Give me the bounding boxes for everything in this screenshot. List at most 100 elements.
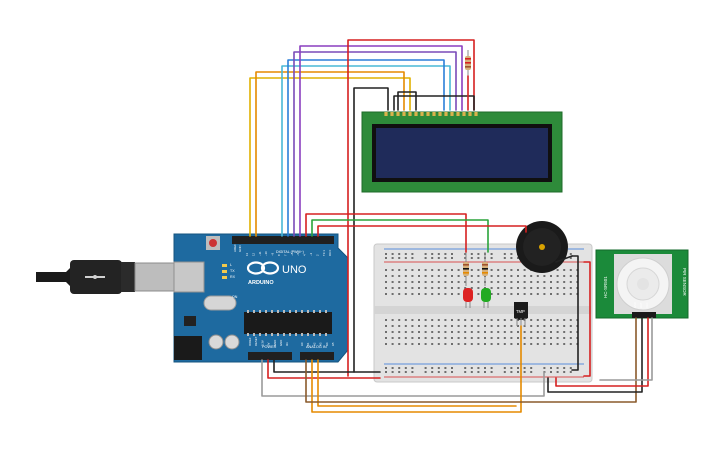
breadboard-hole bbox=[385, 269, 387, 271]
breadboard-hole bbox=[556, 275, 559, 277]
breadboard-hole bbox=[477, 371, 480, 373]
wire-black-lcd-rw bbox=[393, 95, 475, 111]
breadboard-hole bbox=[536, 281, 539, 283]
breadboard-hole bbox=[523, 367, 526, 369]
breadboard-hole bbox=[477, 343, 480, 345]
green-led[interactable] bbox=[481, 288, 491, 308]
breadboard-hole bbox=[470, 371, 473, 373]
breadboard-hole bbox=[411, 337, 414, 339]
breadboard-hole bbox=[550, 331, 552, 333]
breadboard-hole bbox=[444, 293, 447, 295]
breadboard-hole bbox=[464, 325, 467, 327]
breadboard-hole bbox=[404, 281, 407, 283]
tx-led-label: TX bbox=[230, 269, 235, 273]
wire-black-rail-right bbox=[571, 255, 579, 371]
breadboard-hole bbox=[563, 337, 566, 339]
breadboard-hole bbox=[556, 281, 559, 283]
breadboard-hole bbox=[411, 343, 414, 345]
lcd-pin-header bbox=[384, 112, 478, 116]
breadboard-hole bbox=[517, 293, 519, 295]
breadboard-hole bbox=[444, 331, 447, 333]
breadboard-hole bbox=[490, 367, 493, 369]
breadboard-hole bbox=[569, 281, 572, 283]
breadboard-hole bbox=[517, 371, 519, 373]
breadboard-hole bbox=[451, 275, 453, 277]
breadboard-hole bbox=[418, 287, 420, 289]
breadboard-hole bbox=[470, 367, 473, 369]
power-pin-label-2: 3.3V bbox=[260, 340, 264, 346]
breadboard-hole bbox=[418, 337, 420, 339]
breadboard-hole bbox=[517, 281, 519, 283]
breadboard-hole bbox=[470, 331, 473, 333]
breadboard-hole bbox=[424, 325, 427, 327]
breadboard-hole bbox=[510, 325, 513, 327]
breadboard-hole bbox=[398, 275, 401, 277]
breadboard-hole bbox=[556, 367, 559, 369]
breadboard-hole bbox=[536, 287, 539, 289]
breadboard-hole bbox=[391, 367, 394, 369]
breadboard-hole bbox=[398, 319, 401, 321]
piezo-buzzer[interactable] bbox=[516, 221, 568, 273]
breadboard-hole bbox=[563, 367, 566, 369]
arduino-uno-board[interactable]: UNO ARDUINO DIGITAL (PWM~) POWER ANALOG … bbox=[173, 233, 349, 363]
power-pin-label-1: RESET bbox=[254, 336, 258, 346]
pir-side-label-right: PIR SENSOR bbox=[682, 268, 687, 297]
breadboard-hole bbox=[490, 325, 493, 327]
breadboard-hole bbox=[464, 257, 467, 259]
breadboard-hole bbox=[411, 371, 414, 373]
breadboard-hole bbox=[523, 269, 526, 271]
breadboard-hole bbox=[437, 275, 440, 277]
analog-pin-label-5: A5 bbox=[331, 342, 335, 346]
breadboard-hole bbox=[424, 281, 427, 283]
breadboard-hole bbox=[563, 319, 566, 321]
breadboard-hole bbox=[569, 287, 572, 289]
breadboard-hole bbox=[569, 293, 572, 295]
tmp36-temperature-sensor[interactable]: TMP bbox=[514, 302, 528, 326]
breadboard[interactable] bbox=[373, 243, 593, 383]
breadboard-hole bbox=[418, 281, 420, 283]
breadboard-hole bbox=[457, 287, 460, 289]
breadboard-hole bbox=[385, 275, 387, 277]
breadboard-hole bbox=[523, 293, 526, 295]
pir-pin-label-2: VCC bbox=[645, 302, 649, 308]
digital-pin-label-5: 8 bbox=[277, 254, 281, 256]
breadboard-hole bbox=[451, 257, 453, 259]
breadboard-hole bbox=[477, 281, 480, 283]
breadboard-hole bbox=[556, 293, 559, 295]
lcd-16x2-module[interactable] bbox=[361, 111, 563, 193]
breadboard-hole bbox=[543, 287, 546, 289]
wire-purple-lcd bbox=[299, 45, 463, 237]
breadboard-hole bbox=[569, 253, 572, 255]
breadboard-hole bbox=[543, 281, 546, 283]
digital-pin-label-12: TX 1 bbox=[322, 250, 326, 256]
breadboard-hole bbox=[517, 331, 519, 333]
digital-pin-label-6: 7 bbox=[283, 254, 287, 256]
breadboard-hole bbox=[398, 371, 401, 373]
breadboard-hole bbox=[444, 337, 447, 339]
breadboard-hole bbox=[569, 319, 572, 321]
breadboard-hole bbox=[457, 281, 460, 283]
breadboard-hole bbox=[503, 253, 506, 255]
breadboard-hole bbox=[484, 343, 486, 345]
breadboard-hole bbox=[464, 337, 467, 339]
breadboard-hole bbox=[418, 293, 420, 295]
breadboard-hole bbox=[391, 331, 394, 333]
breadboard-hole bbox=[490, 253, 493, 255]
breadboard-hole bbox=[510, 343, 513, 345]
wire-yellow-lcd bbox=[249, 77, 411, 237]
breadboard-hole bbox=[437, 281, 440, 283]
breadboard-hole bbox=[424, 269, 427, 271]
analog-pin-label-3: A3 bbox=[319, 342, 323, 346]
resistor-red-led bbox=[463, 252, 469, 286]
lcd-pin-8 bbox=[426, 112, 430, 116]
breadboard-hole bbox=[569, 337, 572, 339]
breadboard-hole bbox=[431, 371, 434, 373]
usb-cable bbox=[36, 260, 176, 294]
power-pin-label-6: Vin bbox=[285, 342, 289, 346]
breadboard-hole bbox=[404, 287, 407, 289]
breadboard-hole bbox=[569, 257, 572, 259]
red-led[interactable] bbox=[463, 288, 473, 308]
breadboard-hole bbox=[550, 337, 552, 339]
